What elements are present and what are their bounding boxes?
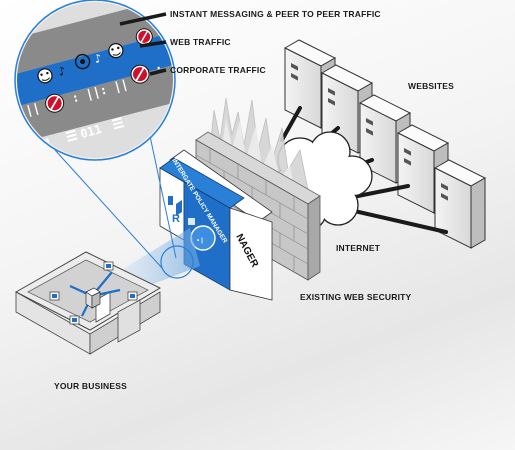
- svg-text:||: ||: [24, 101, 42, 118]
- svg-text:• |: • |: [197, 237, 203, 244]
- svg-text:♪: ♪: [57, 64, 68, 79]
- magnifier: ♪ ♪ || : ||: ||: [14, 0, 194, 279]
- label-leaders: [119, 12, 167, 76]
- binary-text-2: 011: [79, 122, 104, 141]
- websites-label: WEBSITES: [408, 81, 454, 91]
- im-p2p-label: INSTANT MESSAGING & PEER TO PEER TRAFFIC: [170, 9, 381, 19]
- internet-label: INTERNET: [336, 243, 381, 253]
- your-business-label: YOUR BUSINESS: [54, 381, 127, 391]
- server-icon: [433, 159, 487, 249]
- svg-text:♪: ♪: [93, 51, 104, 66]
- policy-manager-appliance: • | R: [159, 149, 273, 301]
- existing-security-label: EXISTING WEB SECURITY: [300, 292, 412, 302]
- binary-text: 01011: [15, 135, 54, 158]
- web-traffic-label: WEB TRAFFIC: [170, 37, 231, 47]
- office-floorplan: [14, 251, 162, 355]
- svg-text::: :: [154, 61, 165, 76]
- corporate-traffic-label: CORPORATE TRAFFIC: [170, 65, 266, 75]
- svg-text:R: R: [172, 213, 180, 225]
